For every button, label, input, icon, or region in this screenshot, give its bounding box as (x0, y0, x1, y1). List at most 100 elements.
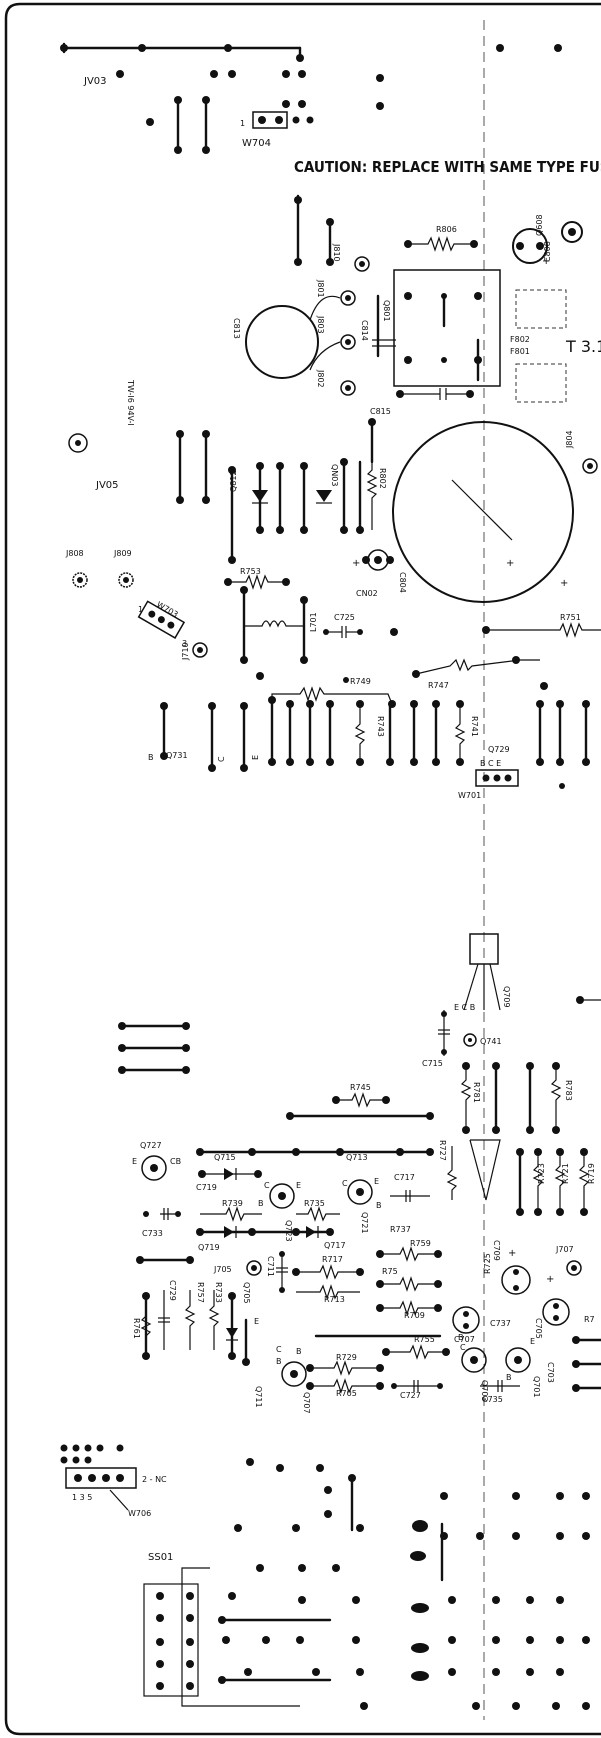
c808-capacitor (512, 228, 548, 264)
label-r739: R739 (222, 1199, 243, 1208)
svg-text:C: C (276, 1345, 282, 1354)
svg-text:E: E (254, 1317, 259, 1326)
label-r759: R759 (410, 1239, 431, 1248)
jumper-array-1 (176, 418, 376, 564)
label-c709: C709 (492, 1240, 501, 1261)
label-c814: C814 (360, 320, 369, 341)
label-j707: J707 (555, 1245, 574, 1254)
svg-text:B: B (276, 1357, 282, 1366)
label-r729: R729 (336, 1353, 357, 1362)
w703-pin3: 3 (182, 639, 187, 648)
w704-connector (252, 111, 288, 129)
label-r75: R75 (382, 1267, 398, 1276)
label-r723: R723 (537, 1163, 546, 1184)
label-r741: R741 (470, 716, 479, 737)
label-r727: R727 (438, 1140, 447, 1161)
label-r705: R705 (336, 1389, 357, 1398)
label-r709: R709 (404, 1311, 425, 1320)
top-pads (116, 44, 562, 154)
jumper-array-2 (160, 698, 590, 772)
label-r717: R717 (322, 1255, 343, 1264)
label-c703: C703 (546, 1362, 555, 1383)
label-q741: Q741 (480, 1037, 502, 1046)
label-l701: L701 (309, 612, 318, 632)
w704-pin1: 1 (240, 119, 245, 128)
w706-pads (60, 1444, 124, 1464)
svg-text:B: B (376, 1201, 382, 1210)
label-qn03: QN03 (330, 464, 339, 486)
label-q729: Q729 (488, 745, 510, 754)
svg-text:CB: CB (170, 1157, 181, 1166)
ss01-outline (143, 1583, 199, 1697)
label-q707: Q707 (302, 1392, 311, 1414)
label-q713: Q713 (346, 1153, 368, 1162)
svg-text:C: C (264, 1181, 270, 1190)
label-r781: R781 (472, 1082, 481, 1103)
label-q723: Q723 (284, 1220, 293, 1242)
svg-text:C: C (460, 1343, 466, 1352)
w703-connector (137, 600, 186, 639)
svg-text:C: C (342, 1179, 348, 1188)
label-j710: J710 (181, 642, 190, 661)
label-r753: R753 (240, 567, 261, 576)
label-q703: Q703 (480, 1380, 489, 1402)
label-r725: R725 (483, 1253, 492, 1274)
label-j802: J802 (316, 369, 325, 388)
label-r757: R757 (196, 1282, 205, 1303)
board-outline (4, 2, 601, 1736)
label-q801: Q801 (382, 300, 391, 322)
label-q709: Q709 (502, 986, 511, 1008)
label-j810: J810 (332, 243, 341, 262)
jv03-bus (60, 42, 304, 62)
label-j801: J801 (316, 279, 325, 298)
label-r747: R747 (428, 681, 449, 690)
w701-label: W701 (458, 791, 481, 800)
label-q812: Q812 (229, 470, 238, 492)
svg-text:B: B (258, 1199, 264, 1208)
label-r751: R751 (560, 613, 581, 622)
q731-e: E (251, 755, 260, 760)
label-q705: Q705 (242, 1282, 251, 1304)
label-r737: R737 (390, 1225, 411, 1234)
label-c711: C711 (266, 1256, 275, 1277)
svg-text:E: E (374, 1177, 379, 1186)
svg-text:E: E (530, 1337, 535, 1346)
label-r721: R721 (561, 1163, 570, 1184)
q709-ecb: E C B (454, 1003, 475, 1012)
label-r806: R806 (436, 225, 457, 234)
label-j803: J803 (316, 315, 325, 334)
w703-label: W703 (155, 600, 180, 619)
label-jv03: JV03 (83, 76, 107, 87)
label-c735: C735 (482, 1395, 503, 1404)
label-r733: R733 (214, 1282, 223, 1303)
label-r783: R783 (564, 1080, 573, 1101)
svg-text:+: + (542, 256, 550, 267)
label-j808: J808 (65, 549, 84, 558)
label-j705: J705 (213, 1265, 232, 1274)
svg-text:+: + (352, 558, 360, 569)
board-code: TW-I6 94V-I (126, 379, 135, 426)
c813-capacitor (245, 305, 319, 379)
svg-text:B: B (506, 1373, 512, 1382)
label-c727: C727 (400, 1391, 421, 1400)
w701-pins: B C E (480, 759, 501, 768)
label-c813: C813 (232, 318, 241, 339)
svg-text:+: + (560, 578, 568, 589)
transformer-outline (393, 269, 501, 387)
label-q717: Q717 (324, 1241, 346, 1250)
w706-label: W706 (128, 1509, 151, 1518)
label-c707: C707 (454, 1335, 475, 1344)
c804-capacitor (392, 421, 574, 603)
label-c815: C815 (370, 407, 391, 416)
bottom-pad-field (222, 1458, 590, 1710)
label-c719: C719 (196, 1183, 217, 1192)
fuse-rating: T 3.1 (565, 337, 601, 356)
label-f801: F801 (510, 347, 530, 356)
label-r755: R755 (414, 1335, 435, 1344)
w704-label: W704 (242, 138, 271, 149)
label-q701: Q701 (532, 1376, 541, 1398)
w703-pin1: 1 (138, 605, 143, 614)
label-r7: R7 (584, 1315, 595, 1324)
jumper-array-3 (118, 1022, 190, 1074)
